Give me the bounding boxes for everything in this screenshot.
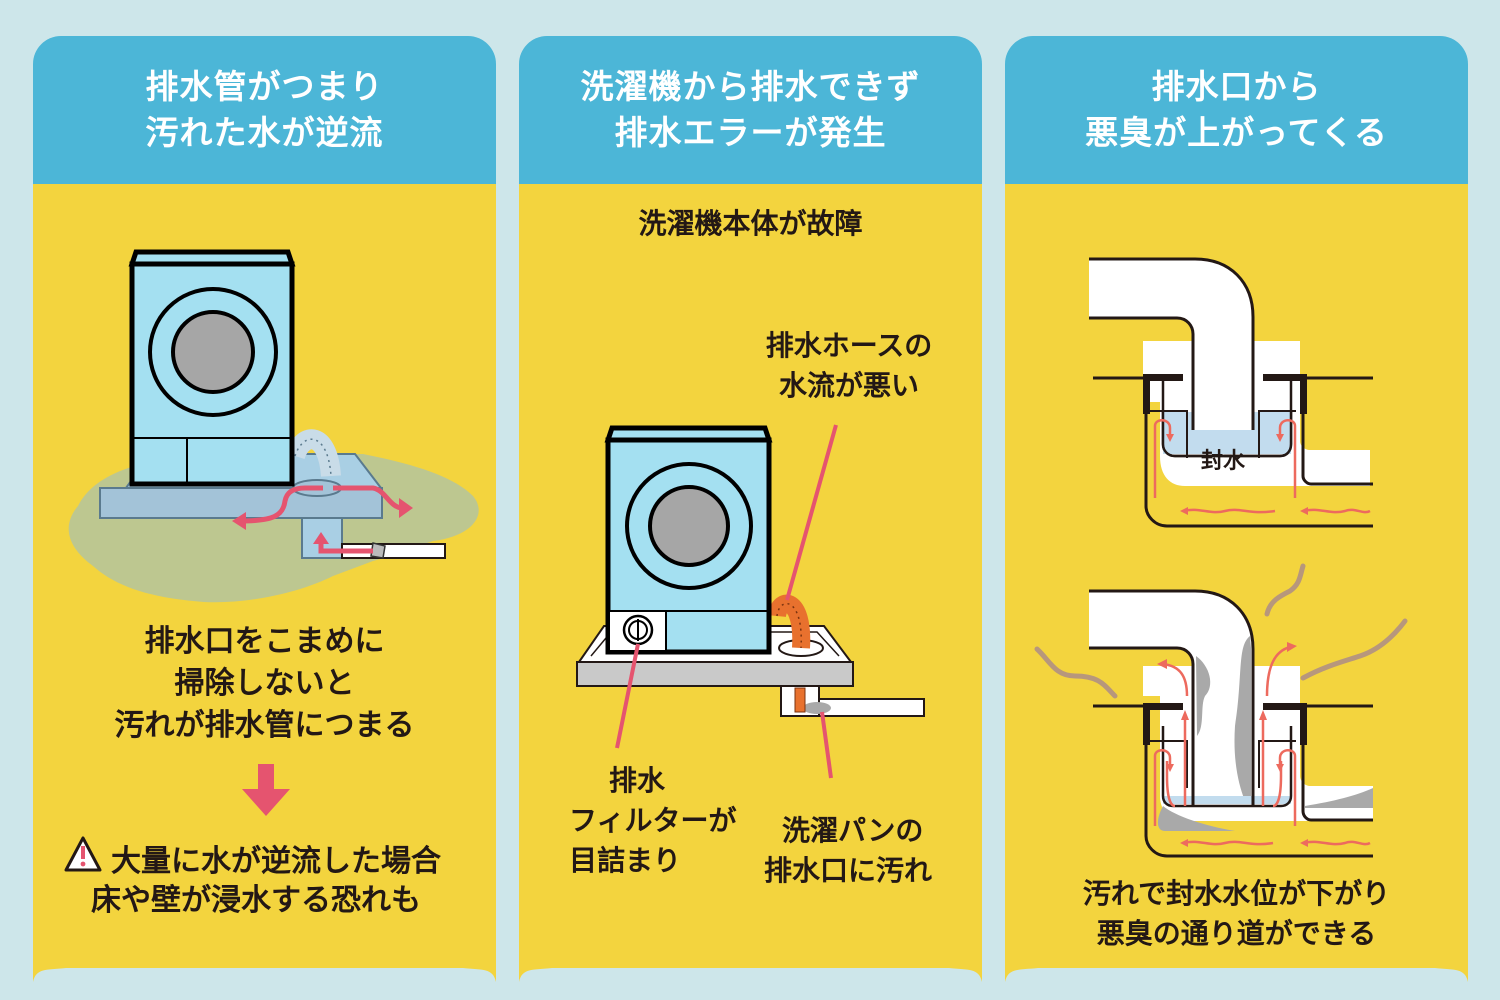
label-line: 水流が悪い: [778, 369, 919, 402]
label-filter: 排水 フィルターが 目詰まり: [569, 761, 769, 881]
cause-text: 排水口をこまめに 掃除しないと 汚れが排水管につまる: [33, 621, 496, 747]
label-line: 目詰まり: [569, 844, 682, 877]
caption-line: 汚れで封水水位が下がり: [1082, 877, 1391, 910]
backflow-arrow: [318, 541, 373, 554]
panel-curl-edge: [1005, 966, 1468, 982]
label-pan: 洗濯パンの 排水口に汚れ: [764, 811, 984, 891]
washer-door-ring: [625, 462, 753, 590]
trap-normal: [1089, 257, 1373, 528]
washer-door-glass: [648, 485, 730, 567]
panel-curl-edge: [33, 966, 496, 982]
label-line: 洗濯パンの: [782, 814, 924, 847]
washer-door-glass: [171, 310, 255, 394]
label-line: 排水口に汚れ: [764, 854, 933, 887]
cause-line: 汚れが排水管につまる: [114, 708, 415, 743]
backflow-illustration: [64, 249, 479, 872]
panel-title-line: 汚れた水が逆流: [145, 113, 384, 152]
panel-title-line: 排水エラーが発生: [614, 113, 887, 152]
cause-line: 排水口をこまめに: [144, 624, 385, 659]
down-arrow-icon: [242, 764, 290, 816]
air-flow-arrow: [1153, 419, 1371, 514]
warning-triangle-icon: [64, 836, 102, 872]
washer-error-illustration: [576, 424, 925, 779]
cause-line: 掃除しないと: [174, 666, 355, 701]
drain-pipe: [1089, 259, 1253, 430]
panel-curl-edge: [519, 966, 982, 982]
leader-line-hose: [785, 424, 838, 601]
panel-subtitle: 洗濯機本体が故障: [638, 207, 863, 240]
panel-title-line: 悪臭が上がってくる: [1085, 113, 1388, 152]
caption-line: 悪臭の通り道ができる: [1096, 917, 1377, 950]
panel-header: 排水管がつまり 汚れた水が逆流: [33, 36, 496, 184]
backflow-arrow: [239, 485, 323, 524]
pan-dirt: [803, 702, 831, 714]
label-line: 排水: [609, 764, 666, 797]
panel-header: 洗濯機から排水できず 排水エラーが発生: [519, 36, 982, 184]
panel-header: 排水口から 悪臭が上がってくる: [1005, 36, 1468, 184]
panel-drain-error: 洗濯機から排水できず 排水エラーが発生 洗濯機本体が故障: [519, 36, 984, 982]
leader-line-pan: [820, 711, 833, 779]
drain-filter-knob-icon: [622, 614, 654, 646]
trap-dirty: [1034, 563, 1408, 858]
panel-title-line: 洗濯機から排水できず: [580, 67, 921, 106]
panel-title-line: 排水口から: [1151, 67, 1322, 106]
trap-label: 封水: [1201, 449, 1246, 474]
label-line: 排水ホースの: [765, 329, 933, 362]
panel-drain-clog: 排水管がつまり 汚れた水が逆流: [33, 36, 496, 982]
panel-title-line: 排水管がつまり: [145, 67, 384, 106]
drain-trap-illustration: 封水: [1034, 257, 1408, 858]
warning-line: 大量に水が逆流した場合: [111, 844, 441, 879]
drain-hose: [768, 594, 811, 649]
odor-wave-icon: [1034, 563, 1408, 699]
panel-bad-odor: 排水口から 悪臭が上がってくる: [1005, 36, 1468, 982]
odor-flow-arrow: [1153, 645, 1371, 846]
label-line: フィルターが: [569, 804, 737, 837]
drain-pipe: [1089, 591, 1253, 806]
washer-door-ring: [148, 287, 278, 417]
warning-line: 床や壁が浸水する恐れも: [91, 883, 421, 918]
label-hose: 排水ホースの 水流が悪い: [749, 326, 949, 406]
caption-text: 汚れで封水水位が下がり 悪臭の通り道ができる: [1005, 874, 1468, 954]
pipe-dirt: [1234, 636, 1251, 801]
leader-line-filter: [615, 643, 640, 749]
